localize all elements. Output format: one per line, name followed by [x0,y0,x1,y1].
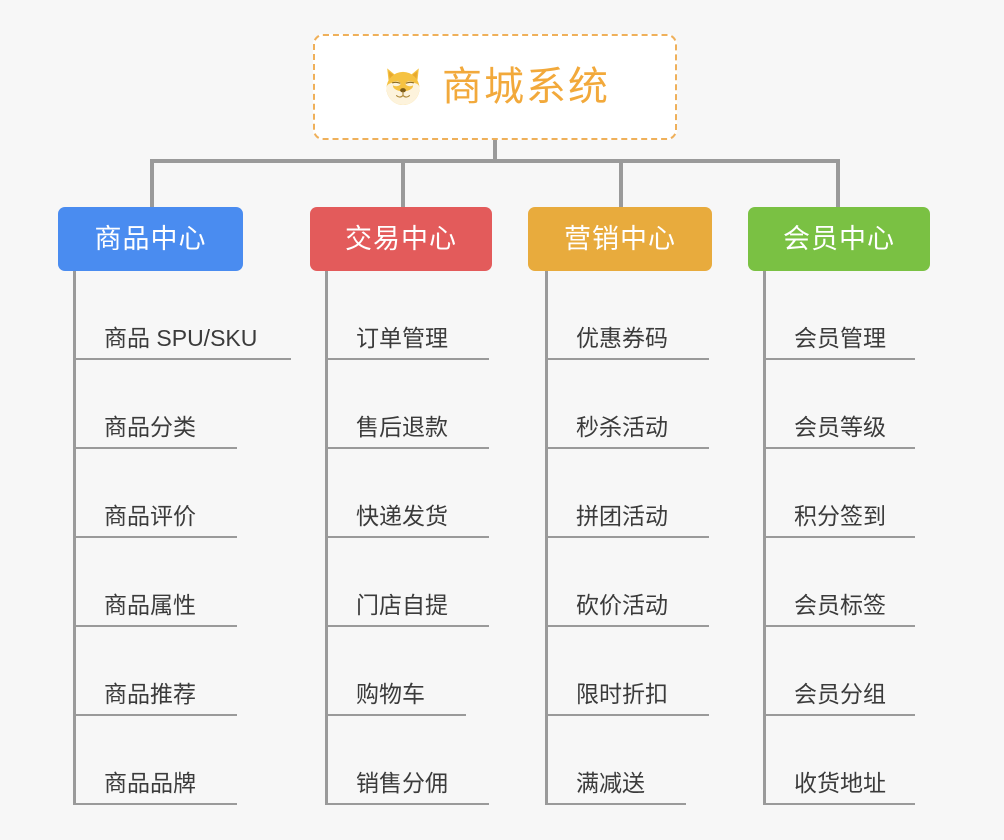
leaf-underline [545,536,709,538]
leaf-item[interactable]: 收货地址 [763,716,915,805]
leaf-underline [325,625,489,627]
category-label: 商品中心 [94,223,207,254]
leaf-underline [73,447,237,449]
leaf-item[interactable]: 订单管理 [325,271,489,360]
shiba-dog-icon [386,68,420,105]
connector-drop-4 [836,159,840,209]
leaf-item[interactable]: 积分签到 [763,449,915,538]
leaf-item[interactable]: 商品品牌 [73,716,237,805]
leaf-item[interactable]: 会员分组 [763,627,915,716]
leaf-label: 售后退款 [356,414,448,440]
connector-drop-2 [401,159,405,209]
leaf-label: 商品品牌 [104,770,196,796]
leaf-label: 会员分组 [794,681,886,707]
leaf-label: 购物车 [356,681,425,707]
leaf-label: 快递发货 [356,503,448,529]
category-box-交易中心[interactable]: 交易中心 [310,207,492,271]
leaf-underline [545,447,709,449]
column-spine [73,271,76,805]
leaf-item[interactable]: 门店自提 [325,538,489,627]
leaf-item[interactable]: 会员标签 [763,538,915,627]
leaf-item[interactable]: 会员管理 [763,271,915,360]
leaf-label: 销售分佣 [356,770,448,796]
connector-root-stem [493,140,497,163]
leaf-item[interactable]: 商品属性 [73,538,237,627]
leaf-item[interactable]: 购物车 [325,627,466,716]
leaf-underline [763,803,915,805]
leaf-underline [545,358,709,360]
leaf-underline [325,536,489,538]
leaf-item[interactable]: 满减送 [545,716,686,805]
leaf-label: 商品评价 [104,503,196,529]
leaf-label: 秒杀活动 [576,414,668,440]
column-spine [325,271,328,805]
leaf-label: 优惠券码 [576,325,668,351]
leaf-label: 商品分类 [104,414,196,440]
leaf-item[interactable]: 优惠券码 [545,271,709,360]
leaf-underline [73,536,237,538]
leaf-underline [73,714,237,716]
leaf-item[interactable]: 商品评价 [73,449,237,538]
leaf-label: 限时折扣 [576,681,668,707]
connector-horizontal-bar [150,159,838,163]
connector-drop-3 [619,159,623,209]
leaf-item[interactable]: 会员等级 [763,360,915,449]
leaf-label: 会员等级 [794,414,886,440]
leaf-underline [545,625,709,627]
root-node[interactable]: 商城系统 [313,34,677,140]
root-node-label: 商城系统 [442,65,610,109]
leaf-item[interactable]: 售后退款 [325,360,489,449]
leaf-underline [763,447,915,449]
leaf-item[interactable]: 秒杀活动 [545,360,709,449]
leaf-underline [763,625,915,627]
leaf-underline [763,714,915,716]
category-label: 交易中心 [345,223,457,254]
leaf-underline [763,536,915,538]
category-box-营销中心[interactable]: 营销中心 [528,207,712,271]
leaf-item[interactable]: 拼团活动 [545,449,709,538]
leaf-item[interactable]: 砍价活动 [545,538,709,627]
leaf-label: 商品推荐 [104,681,196,707]
column-spine [545,271,548,805]
leaf-underline [73,625,237,627]
leaf-label: 收货地址 [794,770,886,796]
leaf-underline [73,803,237,805]
column-spine [763,271,766,805]
leaf-underline [325,447,489,449]
leaf-item[interactable]: 商品 SPU/SKU [73,271,291,360]
leaf-label: 积分签到 [794,503,886,529]
leaf-underline [73,358,291,360]
leaf-label: 会员标签 [794,592,886,618]
leaf-underline [763,358,915,360]
leaf-item[interactable]: 限时折扣 [545,627,709,716]
connector-drop-1 [150,159,154,209]
leaf-item[interactable]: 销售分佣 [325,716,489,805]
category-label: 营销中心 [564,223,676,254]
leaf-label: 订单管理 [356,325,448,351]
leaf-underline [545,714,709,716]
leaf-label: 商品属性 [104,592,196,618]
leaf-item[interactable]: 商品分类 [73,360,237,449]
leaf-underline [545,803,686,805]
category-box-商品中心[interactable]: 商品中心 [58,207,243,271]
leaf-label: 会员管理 [794,325,886,351]
leaf-label: 商品 SPU/SKU [104,325,258,351]
leaf-underline [325,714,466,716]
leaf-underline [325,358,489,360]
leaf-label: 砍价活动 [576,592,668,618]
category-label: 会员中心 [783,223,895,254]
leaf-item[interactable]: 商品推荐 [73,627,237,716]
category-box-会员中心[interactable]: 会员中心 [748,207,930,271]
leaf-item[interactable]: 快递发货 [325,449,489,538]
root-node-content: 商城系统 [380,64,610,110]
leaf-underline [325,803,489,805]
leaf-label: 满减送 [576,770,645,796]
leaf-label: 拼团活动 [576,503,668,529]
leaf-label: 门店自提 [356,592,448,618]
